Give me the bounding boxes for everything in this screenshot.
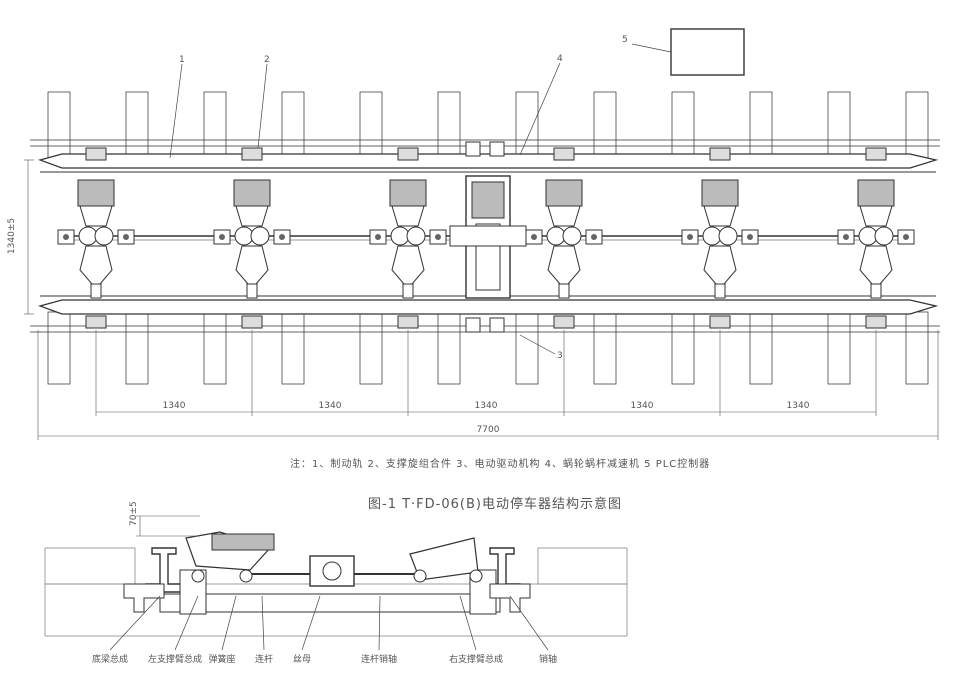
spacing-label: 1340 xyxy=(631,401,654,411)
sleeper xyxy=(437,91,461,163)
sleeper xyxy=(359,311,383,385)
callouts xyxy=(169,43,672,355)
callout-3: 3 xyxy=(557,351,563,361)
section-labels: 底梁总成 左支撑臂总成弹簧座 连杆 丝母 连杆销轴 右支撑臂总成 销轴 xyxy=(92,653,557,665)
plan-view xyxy=(30,28,940,385)
sleeper xyxy=(749,311,773,385)
running-rails xyxy=(30,139,940,333)
drive-mechanism xyxy=(449,141,527,333)
spacing-label: 1340 xyxy=(475,401,498,411)
sleeper xyxy=(437,311,461,385)
support-unit xyxy=(681,147,759,329)
spacing-label: 1340 xyxy=(319,401,342,411)
sleeper xyxy=(593,91,617,163)
spacing-dimension-labels: 1340 1340 1340 1340 1340 xyxy=(163,401,810,411)
support-unit xyxy=(525,147,603,329)
sleeper xyxy=(749,91,773,163)
section-leaders xyxy=(109,595,549,651)
sleeper xyxy=(281,311,305,385)
sleeper xyxy=(515,91,539,163)
plc-controller-box xyxy=(670,28,745,76)
sleeper xyxy=(281,91,305,163)
sleeper xyxy=(359,91,383,163)
section-label: 连杆销轴 xyxy=(361,653,397,665)
sleeper xyxy=(827,91,851,163)
support-unit xyxy=(57,147,135,329)
sleeper xyxy=(827,311,851,385)
support-units xyxy=(57,147,915,329)
sleeper xyxy=(671,311,695,385)
section-label: 销轴 xyxy=(539,653,557,665)
callout-4: 4 xyxy=(557,54,563,64)
sleeper xyxy=(671,91,695,163)
callout-5: 5 xyxy=(622,35,628,45)
sleeper xyxy=(203,311,227,385)
sleeper xyxy=(203,91,227,163)
sleeper xyxy=(905,311,929,385)
support-unit xyxy=(369,147,447,329)
sleeper xyxy=(593,311,617,385)
section-label: 右支撑臂总成 xyxy=(449,653,503,665)
plan-dimensions xyxy=(24,159,939,440)
sleeper xyxy=(47,311,71,385)
sleeper xyxy=(515,311,539,385)
sleeper xyxy=(47,91,71,163)
total-length-label: 7700 xyxy=(477,425,500,435)
gauge-dimension: 1340±5 xyxy=(7,218,17,254)
section-view xyxy=(44,515,628,637)
callout-1: 1 xyxy=(179,55,185,65)
section-label: 丝母 xyxy=(293,653,311,665)
callout-2: 2 xyxy=(264,55,270,65)
spacing-label: 1340 xyxy=(163,401,186,411)
sleeper xyxy=(125,91,149,163)
sleeper xyxy=(905,91,929,163)
support-unit xyxy=(213,147,291,329)
figure-title: 图-1 T·FD-06(B)电动停车器结构示意图 xyxy=(368,496,622,512)
support-unit xyxy=(837,147,915,329)
section-label: 连杆 xyxy=(255,653,273,665)
spacing-label: 1340 xyxy=(787,401,810,411)
section-label: 弹簧座 xyxy=(208,653,235,665)
section-height-label: 70±5 xyxy=(129,501,139,526)
sleepers xyxy=(47,91,929,385)
sleeper xyxy=(125,311,149,385)
legend-note: 注：1、制动轨 2、支撑旋组合件 3、电动驱动机构 4、蜗轮蜗杆减速机 5 PL… xyxy=(290,457,710,470)
section-label: 左支撑臂总成 xyxy=(148,653,202,665)
section-label: 底梁总成 xyxy=(92,653,128,665)
